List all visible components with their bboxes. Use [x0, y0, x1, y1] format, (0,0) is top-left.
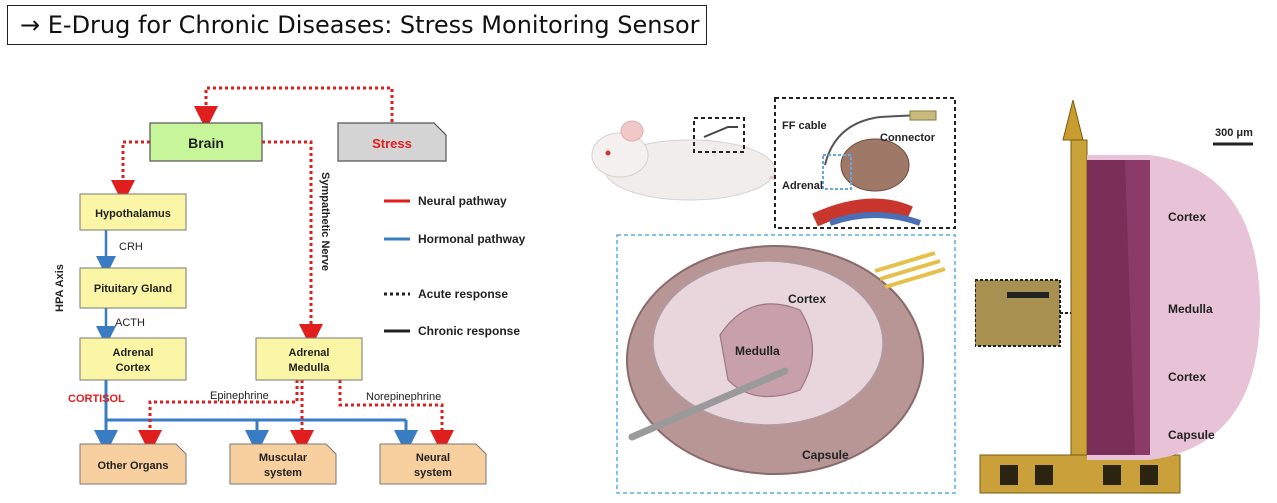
- probe-inset: [975, 279, 1061, 347]
- brain-box: [149, 122, 263, 162]
- adrenal-cortex-box: [79, 337, 187, 381]
- norepinephrine-pathway: [338, 380, 454, 454]
- cortex-cross-label: Cortex: [788, 292, 826, 306]
- medulla-cross-label: Medulla: [735, 344, 780, 358]
- cortisol-label: CORTISOL: [68, 393, 125, 405]
- mouse-illustration: [591, 120, 851, 217]
- connector-label: Connector: [880, 132, 936, 144]
- legend-neural-label: Neural pathway: [418, 194, 507, 208]
- neural-label-1: Neural: [416, 452, 450, 464]
- probe-tip: [1062, 100, 1084, 141]
- legend-chronic-label: Chronic response: [418, 324, 520, 338]
- pituitary-label: Pituitary Gland: [94, 283, 172, 295]
- pituitary-box: [79, 267, 187, 309]
- hypothalamus-label: Hypothalamus: [95, 208, 171, 220]
- stress-box: [337, 122, 447, 162]
- muscular-label-2: system: [264, 467, 302, 479]
- norepinephrine-label: Norepinephrine: [366, 391, 441, 403]
- brain-to-hypothalamus-pathway: [111, 140, 150, 204]
- ff-cable-label: FF cable: [782, 120, 827, 132]
- adrenal-cortex-label-1: Adrenal: [113, 347, 154, 359]
- medulla-layer: [719, 303, 814, 398]
- epinephrine-pathway: [138, 380, 299, 454]
- sympathetic-nerve-label: Sympathetic Nerve: [319, 172, 331, 271]
- cortex-bottom-label: Cortex: [1168, 370, 1206, 384]
- stress-to-brain-pathway: [194, 86, 394, 130]
- mouse-adrenal-panel: FF cable Connector Adrenal Cortex Medull…: [591, 97, 956, 494]
- muscular-box: [229, 443, 337, 485]
- legend-acute-label: Acute response: [418, 287, 508, 301]
- adrenal-cortex-label-2: Cortex: [116, 362, 152, 374]
- histology-panel: 300 μm Cortex Medulla Cortex Capsule: [975, 100, 1260, 494]
- probe-shaft: [1070, 139, 1088, 461]
- hpa-axis-diagram: Brain Stress Hypothalamus CRH Pituitary …: [54, 86, 526, 485]
- scale-bar-label: 300 μm: [1215, 127, 1253, 139]
- implant-site-box: [693, 117, 745, 153]
- stress-label: Stress: [372, 136, 412, 151]
- capsule-cross-label: Capsule: [802, 448, 849, 462]
- epinephrine-label: Epinephrine: [210, 390, 269, 402]
- medulla-hist-label: Medulla: [1168, 302, 1213, 316]
- slide-title: → E-Drug for Chronic Diseases: Stress Mo…: [7, 5, 707, 45]
- brain-label: Brain: [188, 135, 224, 151]
- hpa-axis-label: HPA Axis: [54, 264, 66, 312]
- neural-box: [379, 443, 487, 485]
- legend-hormonal-label: Hormonal pathway: [418, 232, 526, 246]
- brain-to-medulla-pathway: [262, 140, 323, 348]
- other-organs-box: [79, 443, 187, 485]
- slide-title-text: → E-Drug for Chronic Diseases: Stress Mo…: [20, 11, 700, 39]
- legend: Neural pathway Hormonal pathway Acute re…: [384, 194, 526, 338]
- adrenal-inset-label: Adrenal: [782, 180, 823, 192]
- hypothalamus-box: [79, 193, 187, 231]
- cortex-top-label: Cortex: [1168, 210, 1206, 224]
- capsule-hist-label: Capsule: [1168, 428, 1215, 442]
- neural-label-2: system: [414, 467, 452, 479]
- kidney-shape: [840, 138, 910, 192]
- adrenal-medulla-box: [255, 337, 363, 381]
- adrenal-medulla-label-2: Medulla: [289, 362, 331, 374]
- other-organs-label: Other Organs: [98, 460, 169, 472]
- muscular-label-1: Muscular: [259, 452, 308, 464]
- adrenal-medulla-label-1: Adrenal: [289, 347, 330, 359]
- crh-label: CRH: [119, 241, 143, 253]
- acth-label: ACTH: [115, 317, 145, 329]
- probe-needle: [628, 367, 789, 441]
